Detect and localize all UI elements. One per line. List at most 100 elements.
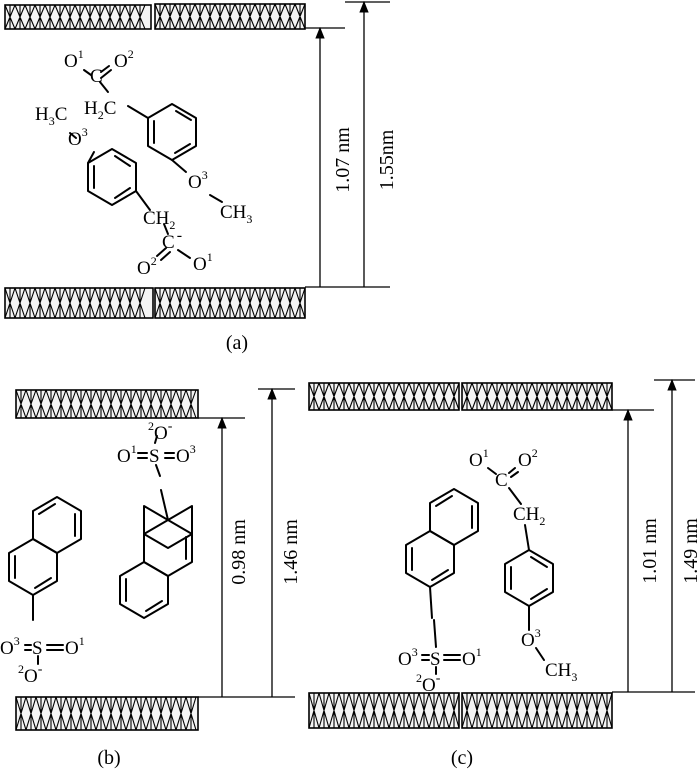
single-bond [127,105,149,119]
double-bond [160,251,171,261]
atom-label: O3 [176,442,196,467]
layer-b-bottom [15,696,199,731]
ring-double-bond [114,187,131,199]
atom-label: H2C [84,98,116,122]
inner-spacing-label: 1.01 nm [639,518,661,584]
layer-a-bottom-right [154,287,306,319]
ring-double-bond [114,155,131,167]
atom-label: O1 [64,47,84,72]
ring-double-bond [530,588,548,600]
layer-truss-pattern [308,692,460,729]
phenylacetate-anion-lower: H3C O3 CH2 C- O2 O1 [35,104,213,279]
single-bond [487,467,497,475]
atom-label: O3 [188,168,208,193]
layer-c-bottom-right [461,692,613,729]
ring-double-bond [145,600,163,612]
layer-b-top [15,389,199,419]
inner-spacing-label: 1.07 nm [332,127,354,193]
ring-double-bond [34,577,52,589]
atom-label: O2 [518,446,538,471]
single-bond [160,489,169,521]
layer-a-top-left [4,4,152,30]
atom-label: S [430,649,441,670]
layer-truss-pattern [154,3,306,30]
single-bond [524,524,530,551]
single-bond [69,132,77,139]
double-bond [100,69,112,79]
layer-truss-pattern [15,389,197,419]
layer-outline [4,287,154,319]
single-bond [209,194,223,203]
layer-truss-pattern [461,692,613,729]
single-bond [508,487,522,505]
naphthalenesulfonate-right: O1 S O3 2O- [117,419,196,619]
benzene-ring [87,148,137,206]
atom-label: C- [162,227,182,253]
single-bond [87,151,95,164]
panel-caption: (b) [97,747,120,769]
single-bond [135,190,151,211]
ring-double-bond [175,110,192,121]
atom-label: 2O- [18,662,43,687]
double-bond [510,471,519,478]
ring-double-bond [431,569,449,581]
atom-label: O1 [469,446,489,471]
layer-truss-pattern [4,4,146,30]
inner-spacing-label: 0.98 nm [228,519,250,585]
single-bond [429,586,433,619]
single-bond [433,619,437,648]
atom-label: O1 [462,645,482,670]
double-bond [508,467,516,474]
atom-label: O1 [117,442,137,467]
naphthalenesulfonate-left: O3 S O1 2O- [0,496,85,687]
layer-truss-pattern [154,287,306,319]
methoxyphenylacetate: O1 C O2 CH2 O3 CH3 [469,446,577,684]
atom-label: H3C [35,104,67,128]
benzene-ring [147,103,197,161]
atom-label: C [90,66,103,87]
atom-label: O2 [114,47,134,72]
atom-label: CH2 [143,208,175,232]
double-bond [156,247,167,257]
layer-a-bottom-left [4,287,154,319]
benzene-ring [32,496,82,554]
layer-c-top-right [461,382,613,411]
single-bond [171,159,187,173]
outer-spacing-label: 1.49 nm [680,518,700,584]
benzene-ring [405,530,455,588]
benzene-ring [8,538,58,596]
ring-double-bond [435,495,453,507]
ring-double-bond [174,143,191,154]
atom-label: O3 [68,125,88,150]
atom-label: S [32,638,43,659]
naphthalenesulfonate: O3 S O1 2O- [398,488,482,696]
atom-label: O3 [0,634,20,659]
layer-truss-pattern [461,382,613,411]
atom-label: O1 [65,634,85,659]
outer-spacing-label: 1.46 nm [280,519,302,585]
double-bond [100,65,110,73]
layer-c-bottom-left [308,692,460,729]
single-bond [163,223,169,235]
layer-c-top-left [308,382,460,411]
single-bond [155,464,161,477]
single-bond [177,249,191,259]
atom-label: 2O- [148,419,173,444]
single-bond [83,69,92,76]
panel-caption: (a) [226,332,248,354]
atom-label: O1 [193,250,213,275]
panel-a: 1.07 nm 1.55nm O1 C O2 H2C O3 CH3 [4,0,398,354]
single-bond [99,81,109,93]
panel-caption: (c) [451,747,473,769]
benzene-ring [119,561,169,619]
atom-label: O3 [521,626,541,651]
atom-label: S [149,446,160,467]
ring-double-bond [530,556,548,568]
atom-label: CH3 [545,660,577,684]
atom-label: O2 [137,254,157,279]
benzene-ring [504,549,554,607]
layer-truss-pattern [4,287,146,319]
panel-b: 0.98 nm 1.46 nm O3 S O1 2O- [0,387,302,769]
phenylacetate-anion-upper: O1 C O2 H2C O3 CH3 [64,47,252,226]
atom-label: 2O- [416,671,441,696]
